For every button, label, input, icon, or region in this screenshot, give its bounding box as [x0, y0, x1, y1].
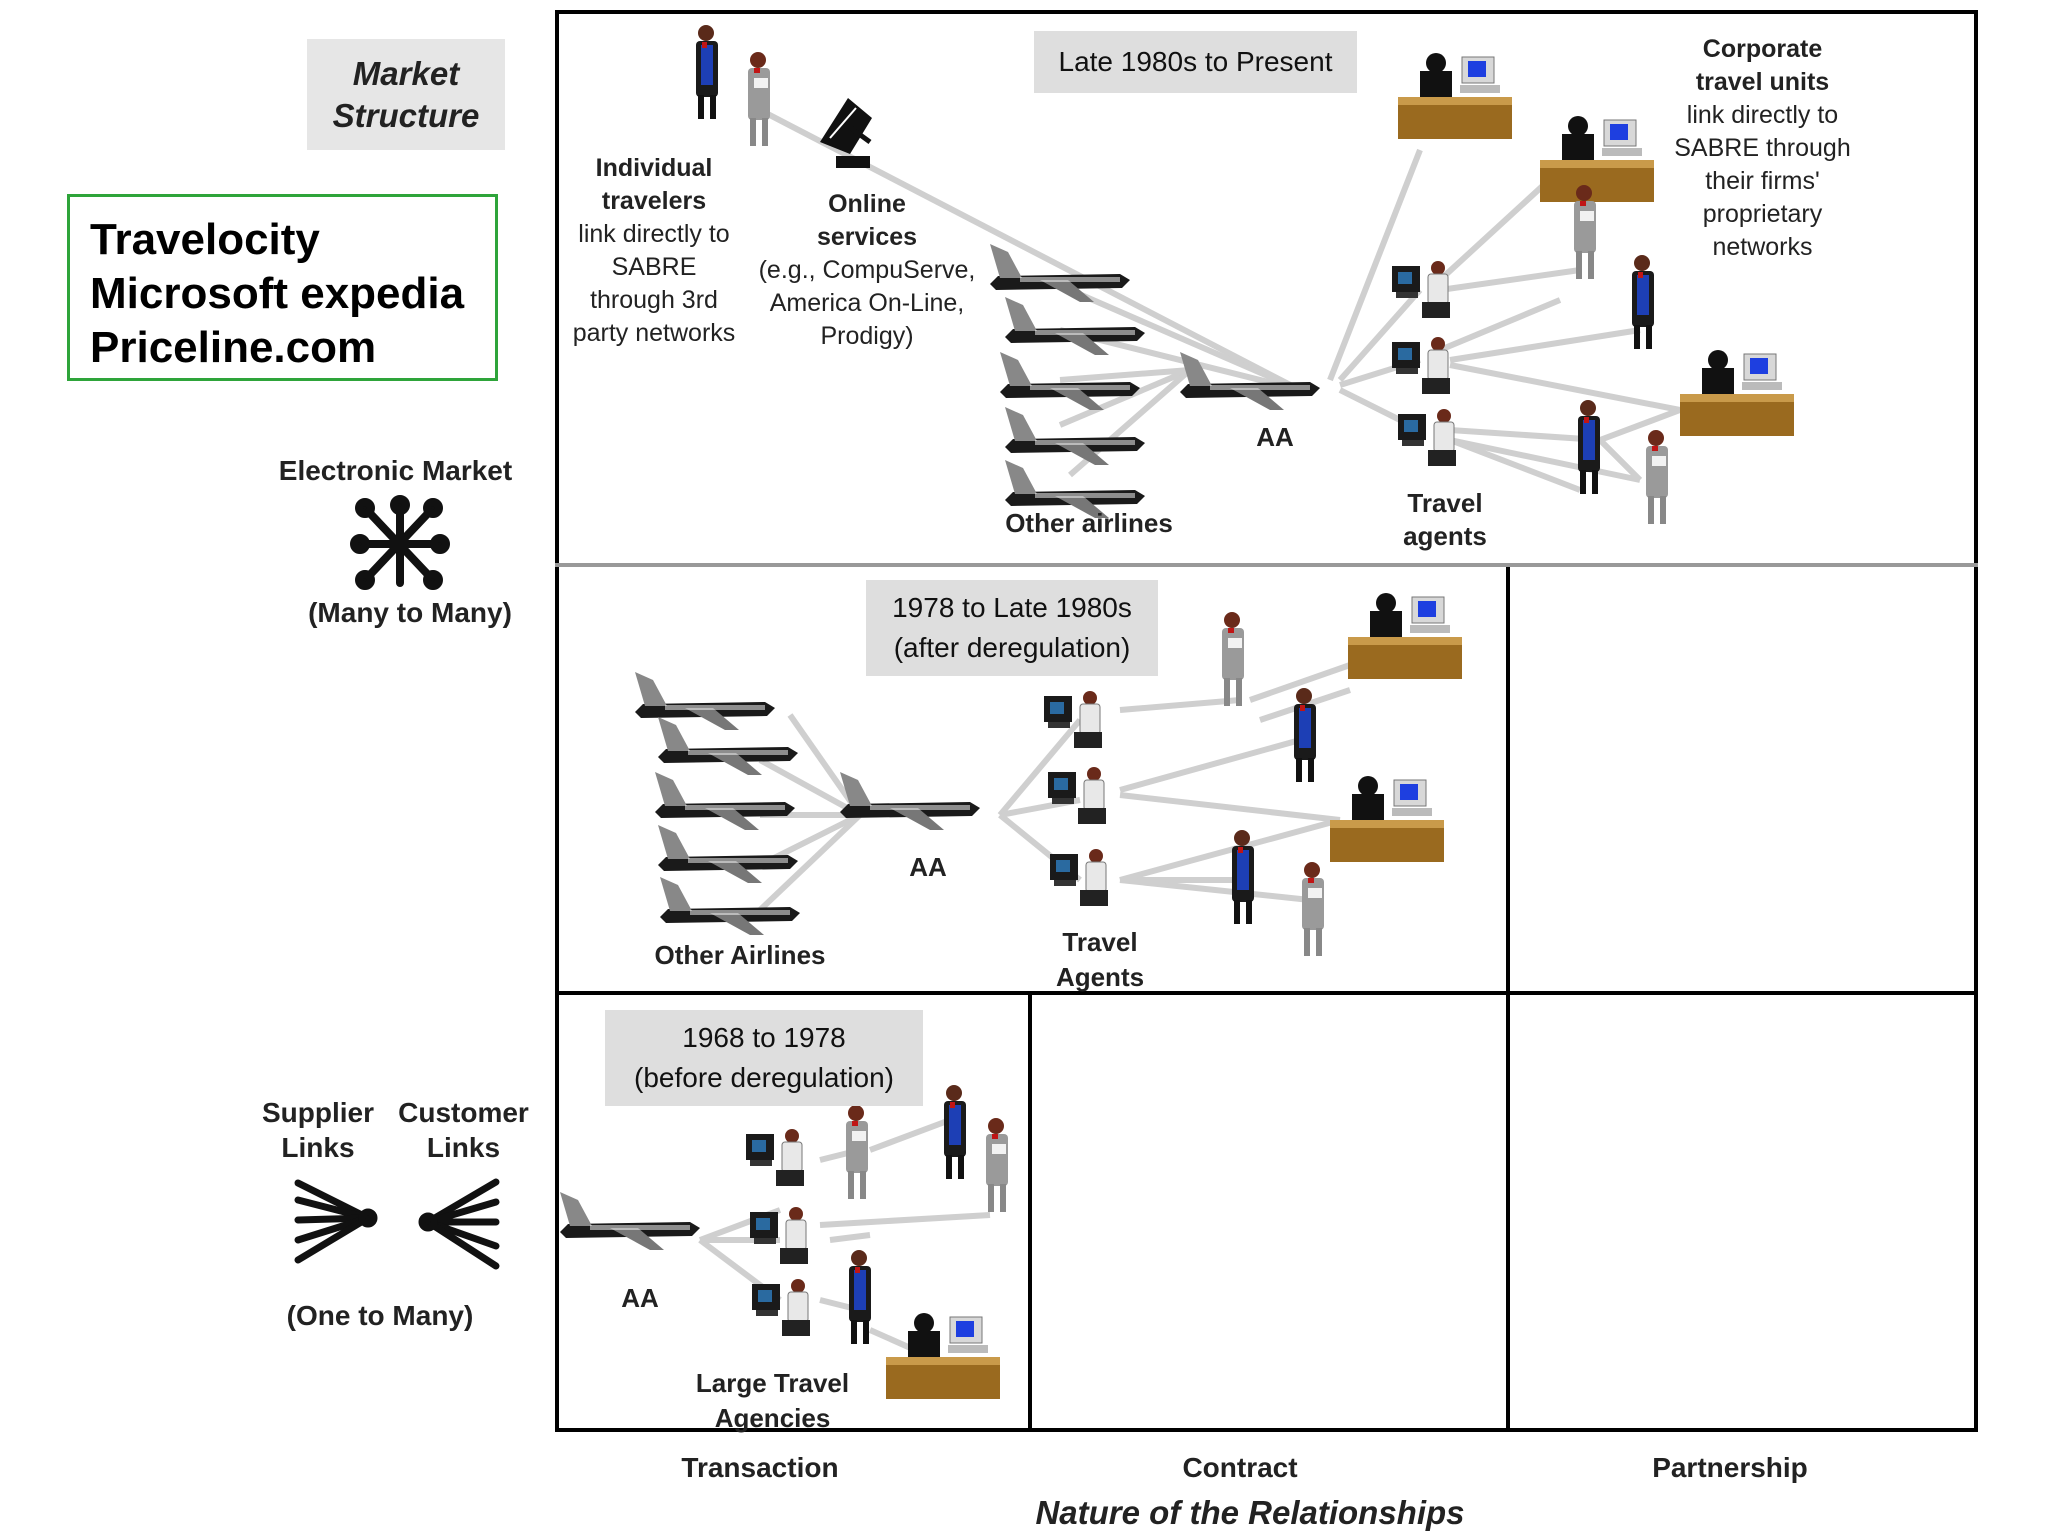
travel-agent-icon: [1047, 766, 1107, 825]
electronic-market-title: Electronic Market: [278, 455, 513, 486]
supplier-links-label: Supplier Links: [258, 1095, 378, 1165]
travel-agents-top-1: Travel: [1407, 488, 1483, 518]
traveler-icon: [1646, 430, 1668, 524]
aa-label-top: AA: [1256, 422, 1294, 452]
aa-label-bottom: AA: [621, 1283, 659, 1313]
travel-agents-middle-1: Travel: [1062, 927, 1138, 957]
era-middle-line2: (after deregulation): [893, 632, 1131, 663]
customer-links-icon: [418, 1178, 500, 1270]
corporate-desc-3: their firms': [1705, 167, 1820, 195]
axis-category-partnership: Partnership: [1652, 1452, 1808, 1483]
corporate-title-1: Corporate: [1702, 35, 1823, 63]
customer-links-line1: Customer: [398, 1097, 529, 1128]
online-services-text: Online services (e.g., CompuServe, Ameri…: [752, 188, 982, 353]
traveler-icon: [846, 1105, 868, 1199]
airplane-icon: [660, 877, 800, 935]
companies-box: Travelocity Microsoft expedia Priceline.…: [67, 194, 498, 381]
satellite-dish-icon: [820, 98, 872, 168]
market-structure-line2: Structure: [332, 96, 480, 134]
era-bottom-line2: (before deregulation): [634, 1062, 894, 1093]
traveler-icon: [986, 1118, 1008, 1212]
travel-agents-label-top: Travel agents: [1385, 487, 1505, 553]
individual-desc-4: party networks: [572, 319, 736, 347]
electronic-market-star-icon: [350, 495, 450, 590]
traveler-icon: [944, 1085, 966, 1179]
traveler-icon-2: [748, 52, 770, 146]
company-priceline: Priceline.com: [90, 323, 377, 372]
one-to-many-label: (One to Many): [286, 1300, 474, 1331]
corporate-desk-icon: [1539, 115, 1655, 203]
online-title-2: services: [816, 223, 918, 251]
era-label-top: Late 1980s to Present: [1034, 31, 1357, 93]
corporate-desc-2: SABRE through: [1674, 134, 1851, 162]
individual-desc-1: link directly to: [578, 220, 730, 248]
aa-airplane-icon: [560, 1192, 700, 1250]
large-travel-agencies-label: Large Travel Agencies: [680, 1366, 865, 1436]
market-structure-line1: Market: [352, 54, 460, 92]
travel-agent-icon: [1043, 690, 1103, 749]
supplier-links-icon: [294, 1179, 378, 1264]
individual-travelers-text: Individual travelers link directly to SA…: [566, 152, 742, 350]
corporate-desc-5: networks: [1712, 233, 1813, 261]
electronic-market-subtitle: (Many to Many): [308, 597, 512, 628]
corporate-desk-icon: [1329, 775, 1445, 863]
corporate-travel-text: Corporate travel units link directly to …: [1660, 33, 1865, 264]
online-title-1: Online: [828, 190, 906, 218]
axis-category-transaction: Transaction: [681, 1452, 839, 1483]
travel-agent-icon: [745, 1128, 805, 1187]
online-desc-3: Prodigy): [820, 322, 914, 350]
travel-agent-icon: [1397, 408, 1457, 467]
airplane-icon: [635, 672, 775, 730]
individual-title-1: Individual: [595, 154, 713, 182]
travel-agent-icon: [751, 1278, 811, 1337]
customer-links-line2: Links: [426, 1132, 501, 1163]
corporate-desc-1: link directly to: [1686, 101, 1839, 129]
company-expedia: Microsoft expedia: [90, 269, 465, 318]
large-agencies-1: Large Travel: [695, 1368, 850, 1398]
traveler-icon: [1302, 862, 1324, 956]
grid-frame: [555, 10, 1978, 1432]
individual-desc-2: SABRE: [611, 253, 697, 281]
large-agency-desk-icon: [885, 1312, 1001, 1400]
travel-agent-icon: [1391, 336, 1451, 395]
era-middle-line1: 1978 to Late 1980s: [892, 592, 1132, 623]
axis-category-contract: Contract: [1182, 1452, 1298, 1483]
customer-links-label: Customer Links: [396, 1095, 531, 1165]
era-bottom-line1: 1968 to 1978: [682, 1022, 846, 1053]
individual-desc-3: through 3rd: [590, 286, 718, 314]
other-airlines-label-middle: Other Airlines: [654, 940, 826, 970]
airplane-icon: [655, 772, 795, 830]
large-agencies-2: Agencies: [714, 1403, 831, 1433]
aa-airplane-icon: [840, 772, 980, 830]
traveler-icon-1: [696, 25, 718, 119]
travel-agents-label-middle: Travel Agents: [1040, 925, 1160, 995]
era-label-bottom: 1968 to 1978 (before deregulation): [605, 1010, 923, 1106]
axis-title: Nature of the Relationships: [1035, 1494, 1465, 1531]
individual-title-2: travelers: [601, 187, 707, 215]
other-airlines-label-top: Other airlines: [1005, 508, 1173, 538]
company-travelocity: Travelocity: [90, 215, 320, 264]
travel-agents-top-2: agents: [1403, 521, 1487, 551]
traveler-icon: [1578, 400, 1600, 494]
supplier-links-line2: Links: [281, 1132, 355, 1163]
corporate-desk-icon: [1679, 349, 1795, 437]
corporate-title-2: travel units: [1695, 68, 1830, 96]
corporate-desc-4: proprietary: [1702, 200, 1823, 228]
online-desc-2: America On-Line,: [769, 289, 965, 317]
corporate-desk-icon: [1397, 52, 1513, 140]
era-label-middle: 1978 to Late 1980s (after deregulation): [866, 580, 1158, 676]
traveler-icon: [1222, 612, 1244, 706]
traveler-icon: [1632, 255, 1654, 349]
supplier-links-line1: Supplier: [261, 1097, 374, 1128]
travel-agents-middle-2: Agents: [1055, 962, 1145, 992]
corporate-desk-icon: [1347, 592, 1463, 680]
market-structure-label: Market Structure: [307, 39, 505, 150]
traveler-icon: [849, 1250, 871, 1344]
aa-label-middle: AA: [909, 852, 947, 882]
travel-agent-icon: [749, 1206, 809, 1265]
online-desc-1: (e.g., CompuServe,: [758, 256, 976, 284]
